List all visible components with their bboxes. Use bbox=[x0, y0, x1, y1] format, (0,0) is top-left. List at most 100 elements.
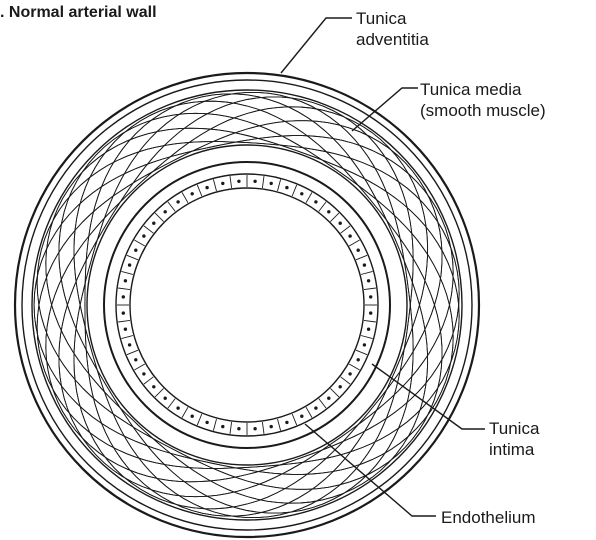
cell-nucleus bbox=[122, 295, 125, 298]
cell-wall bbox=[213, 179, 216, 191]
label-line: Tunica media bbox=[420, 79, 546, 100]
intima-ring bbox=[104, 162, 390, 448]
cell-nucleus bbox=[142, 372, 145, 375]
cell-wall bbox=[197, 185, 202, 196]
cell-nucleus bbox=[191, 192, 194, 195]
cell-wall bbox=[230, 176, 232, 188]
cell-nucleus bbox=[205, 186, 208, 189]
cell-wall bbox=[118, 320, 130, 322]
cell-nucleus bbox=[128, 343, 131, 346]
cell-wall bbox=[306, 407, 312, 417]
cell-wall bbox=[155, 388, 164, 397]
cell-wall bbox=[364, 320, 376, 322]
cell-wall bbox=[230, 422, 232, 434]
cell-nucleus bbox=[176, 406, 179, 409]
cell-nucleus bbox=[124, 279, 127, 282]
cell-nucleus bbox=[285, 421, 288, 424]
leader-media bbox=[352, 88, 418, 131]
label-tunica-media: Tunica media (smooth muscle) bbox=[420, 79, 546, 121]
cell-wall bbox=[127, 255, 138, 259]
cell-nucleus bbox=[253, 427, 256, 430]
cell-nucleus bbox=[314, 200, 317, 203]
cell-nucleus bbox=[357, 358, 360, 361]
cell-nucleus bbox=[237, 427, 240, 430]
label-line: intima bbox=[489, 439, 539, 460]
cell-wall bbox=[144, 377, 154, 384]
cell-wall bbox=[356, 255, 367, 259]
adventitia-inner-ring bbox=[22, 80, 472, 530]
lumen-ring bbox=[130, 188, 364, 422]
endothelial-cells bbox=[117, 175, 377, 435]
cell-nucleus bbox=[152, 385, 155, 388]
cell-wall bbox=[278, 179, 281, 191]
cell-wall bbox=[182, 407, 188, 417]
cell-wall bbox=[356, 350, 367, 355]
cell-nucleus bbox=[339, 385, 342, 388]
cell-wall bbox=[364, 288, 376, 290]
media-inner-ring bbox=[87, 145, 407, 465]
cell-nucleus bbox=[348, 372, 351, 375]
cell-wall bbox=[155, 213, 164, 222]
cell-nucleus bbox=[205, 421, 208, 424]
label-line: Tunica bbox=[489, 418, 539, 439]
cell-nucleus bbox=[300, 192, 303, 195]
cell-wall bbox=[341, 377, 351, 384]
cell-nucleus bbox=[128, 263, 131, 266]
cell-nucleus bbox=[221, 182, 224, 185]
cell-nucleus bbox=[124, 328, 127, 331]
cell-wall bbox=[197, 414, 202, 425]
figure-title: . Normal arterial wall bbox=[0, 4, 157, 22]
cell-nucleus bbox=[134, 249, 137, 252]
cell-wall bbox=[278, 419, 281, 431]
label-line: adventitia bbox=[356, 29, 429, 50]
muscle-fiber bbox=[37, 142, 459, 490]
label-line: Tunica bbox=[356, 8, 429, 29]
cell-nucleus bbox=[339, 222, 342, 225]
cell-nucleus bbox=[253, 180, 256, 183]
cell-wall bbox=[292, 414, 297, 425]
cell-nucleus bbox=[314, 406, 317, 409]
muscle-fiber bbox=[37, 121, 459, 469]
cell-nucleus bbox=[327, 210, 330, 213]
cell-wall bbox=[319, 399, 326, 409]
cell-nucleus bbox=[300, 415, 303, 418]
cell-wall bbox=[341, 226, 351, 233]
cell-wall bbox=[168, 202, 175, 212]
cell-wall bbox=[330, 213, 339, 222]
cell-wall bbox=[134, 364, 144, 370]
cell-nucleus bbox=[367, 328, 370, 331]
muscle-fiber bbox=[37, 142, 459, 490]
label-tunica-intima: Tunica intima bbox=[489, 418, 539, 460]
cell-wall bbox=[361, 336, 373, 339]
cell-wall bbox=[134, 240, 144, 246]
cell-nucleus bbox=[363, 343, 366, 346]
label-line: (smooth muscle) bbox=[420, 100, 546, 121]
cell-nucleus bbox=[270, 425, 273, 428]
cell-wall bbox=[121, 271, 133, 274]
cell-nucleus bbox=[369, 311, 372, 314]
cell-wall bbox=[118, 288, 130, 290]
cell-wall bbox=[127, 350, 138, 355]
cell-nucleus bbox=[134, 358, 137, 361]
cell-wall bbox=[349, 364, 359, 370]
cell-nucleus bbox=[357, 249, 360, 252]
cell-nucleus bbox=[285, 186, 288, 189]
cell-wall bbox=[262, 176, 264, 188]
cell-wall bbox=[292, 185, 297, 196]
label-tunica-adventitia: Tunica adventitia bbox=[356, 8, 429, 50]
cell-nucleus bbox=[367, 279, 370, 282]
label-line: Endothelium bbox=[441, 507, 536, 528]
cell-wall bbox=[361, 271, 373, 274]
cell-wall bbox=[121, 336, 133, 339]
cell-nucleus bbox=[363, 263, 366, 266]
label-endothelium: Endothelium bbox=[441, 507, 536, 528]
cell-wall bbox=[306, 192, 312, 202]
cell-wall bbox=[330, 388, 339, 397]
cell-nucleus bbox=[176, 200, 179, 203]
leader-adventitia bbox=[281, 18, 352, 73]
cell-wall bbox=[319, 202, 326, 212]
cell-nucleus bbox=[369, 295, 372, 298]
cell-wall bbox=[262, 422, 264, 434]
cell-wall bbox=[144, 226, 154, 233]
cell-nucleus bbox=[221, 425, 224, 428]
